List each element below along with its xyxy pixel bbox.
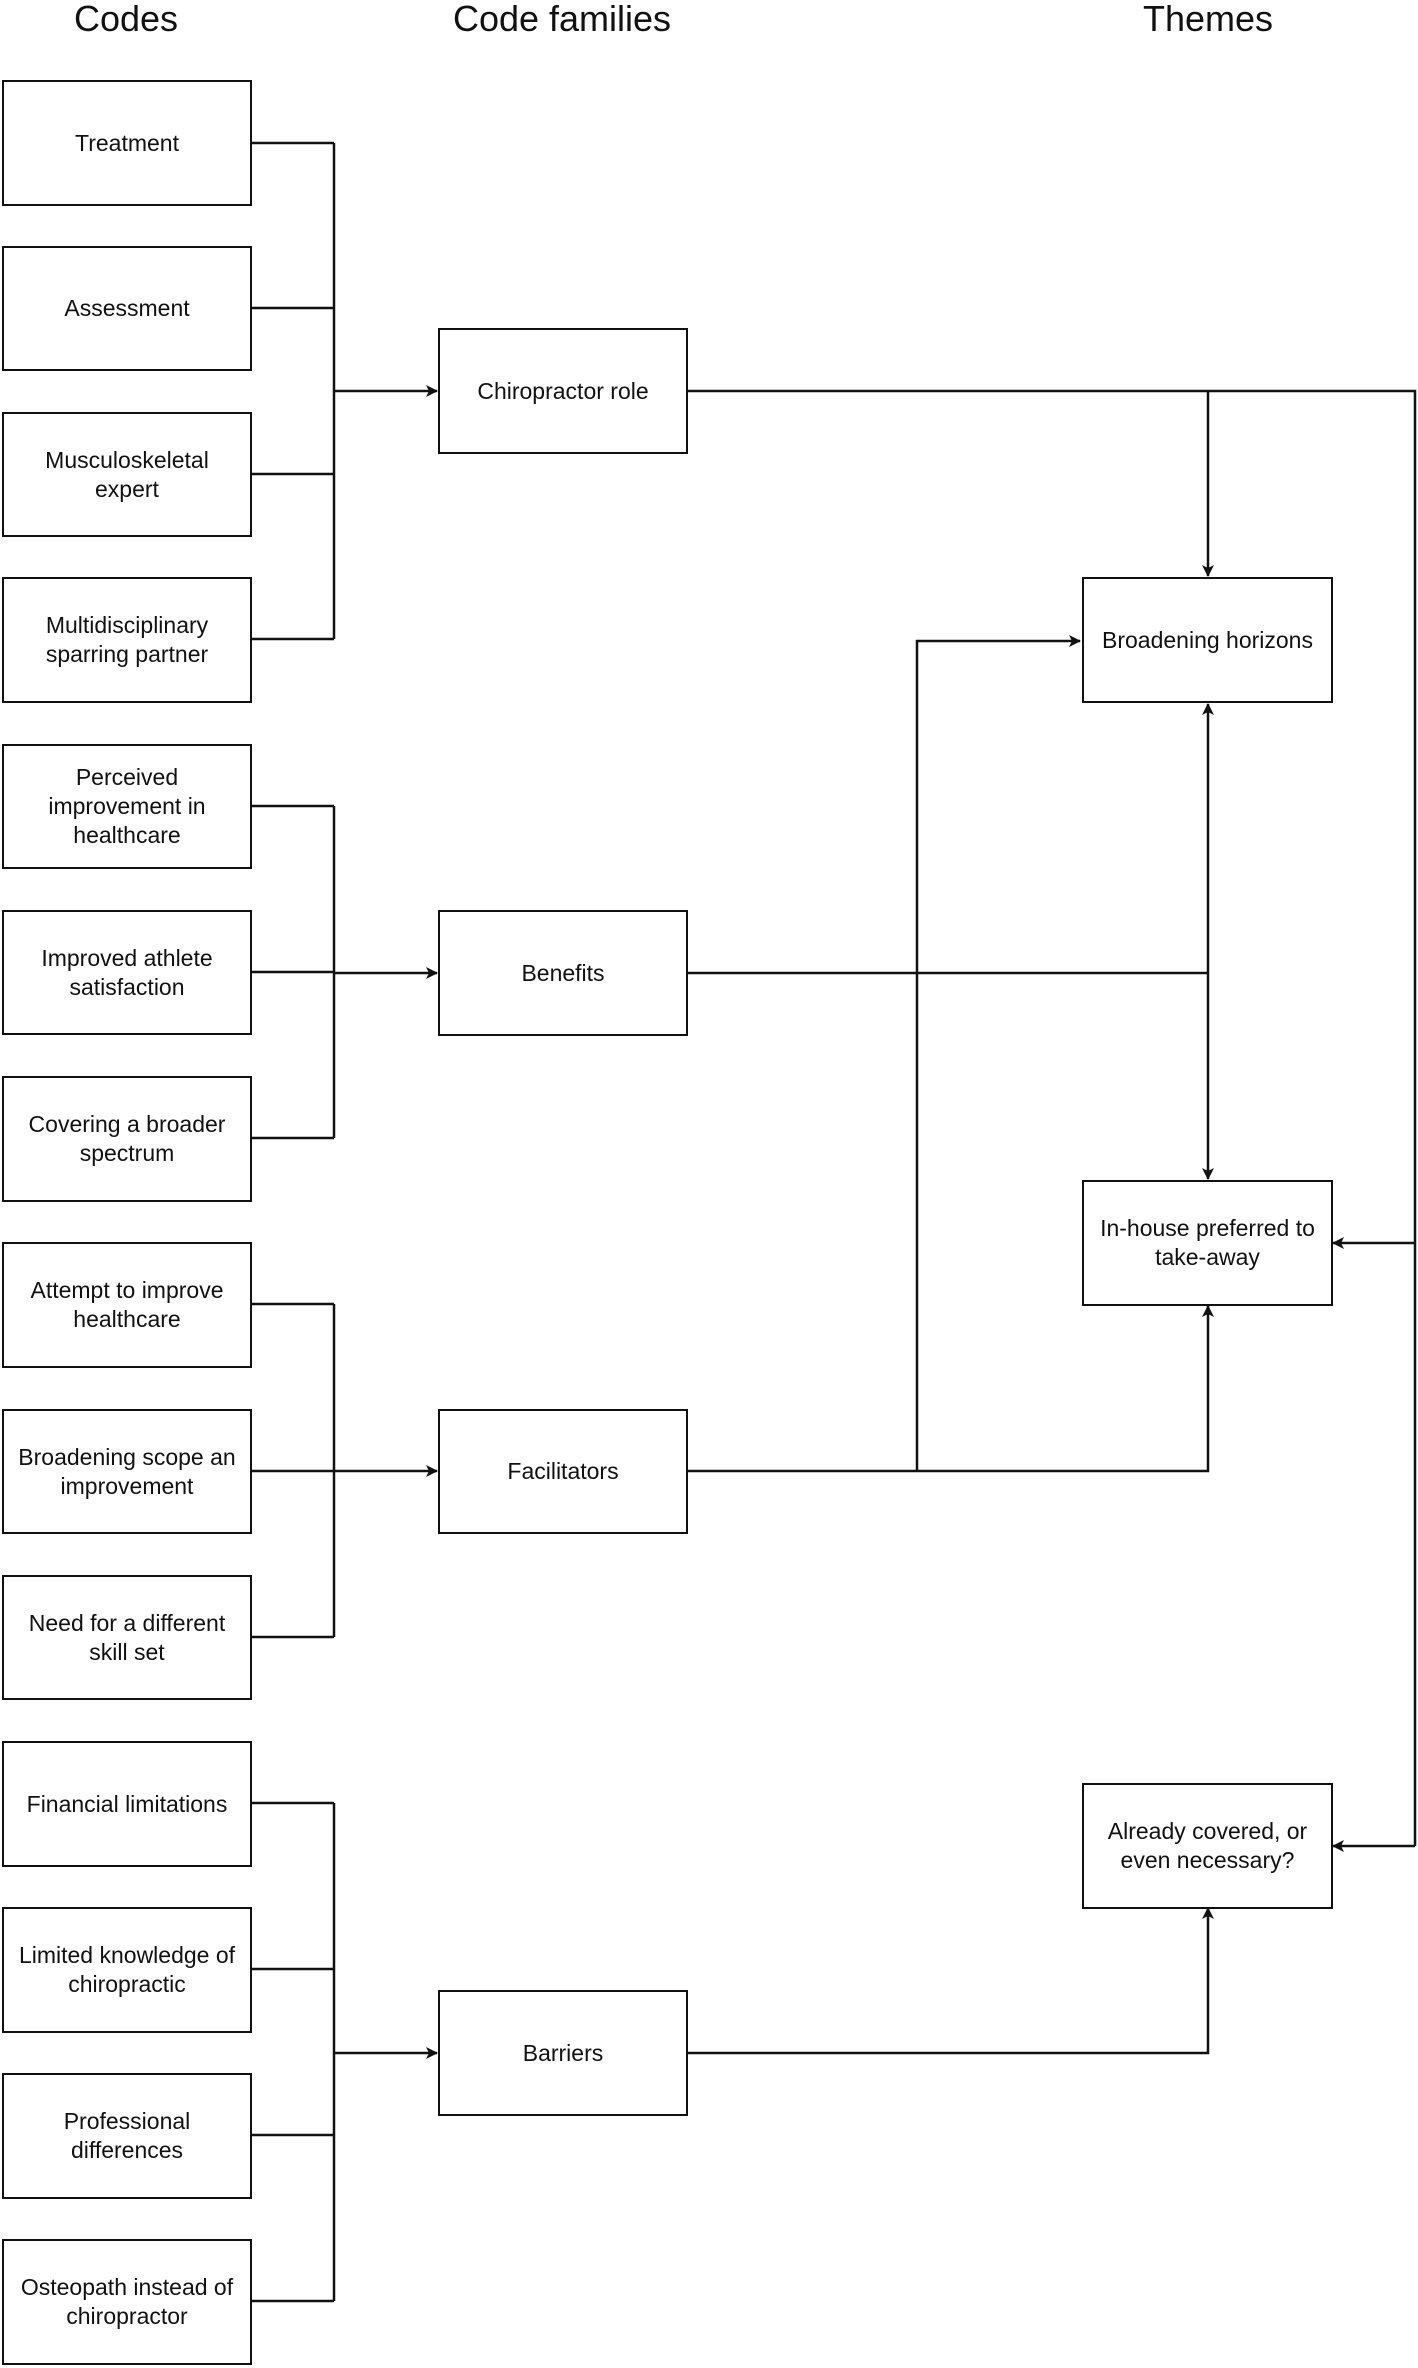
family-box-facilitators: Facilitators <box>438 1409 688 1534</box>
theme-box-broadening-horizons: Broadening horizons <box>1082 577 1333 703</box>
code-box-osteopath-instead: Osteopath instead of chiropractor <box>2 2239 252 2365</box>
theme-box-in-house-preferred: In-house preferred to take-away <box>1082 1180 1333 1306</box>
code-families-column-header: Code families <box>452 0 672 39</box>
family-box-barriers: Barriers <box>438 1990 688 2116</box>
code-box-professional-differences: Professional differences <box>2 2073 252 2199</box>
arrow-facilitators-to-broadening <box>915 635 1081 1471</box>
code-box-financial-limitations: Financial limitations <box>2 1741 252 1867</box>
line-chiropractor-role-out <box>688 389 1417 1846</box>
code-box-multidisciplinary-sparring-partner: Multidisciplinary sparring partner <box>2 577 252 703</box>
code-box-broadening-scope: Broadening scope an improvement <box>2 1409 252 1534</box>
code-box-covering-broader-spectrum: Covering a broader spectrum <box>2 1076 252 1202</box>
line-facilitators-out <box>688 1305 1214 1473</box>
themes-column-header: Themes <box>1142 0 1274 39</box>
family-box-chiropractor-role: Chiropractor role <box>438 328 688 454</box>
theme-box-already-covered: Already covered, or even necessary? <box>1082 1783 1333 1909</box>
code-box-limited-knowledge: Limited knowledge of chiropractic <box>2 1907 252 2033</box>
code-box-treatment: Treatment <box>2 80 252 206</box>
arrow-barriers-to-already-covered <box>688 1907 1214 2055</box>
code-box-perceived-improvement: Perceived improvement in healthcare <box>2 744 252 869</box>
code-box-different-skill-set: Need for a different skill set <box>2 1575 252 1700</box>
code-box-musculoskeletal-expert: Musculoskeletal expert <box>2 412 252 537</box>
codes-column-header: Codes <box>73 0 179 39</box>
family-box-benefits: Benefits <box>438 910 688 1036</box>
code-box-assessment: Assessment <box>2 246 252 371</box>
code-box-improved-athlete-satisfaction: Improved athlete satisfaction <box>2 910 252 1035</box>
code-box-attempt-to-improve-healthcare: Attempt to improve healthcare <box>2 1242 252 1368</box>
